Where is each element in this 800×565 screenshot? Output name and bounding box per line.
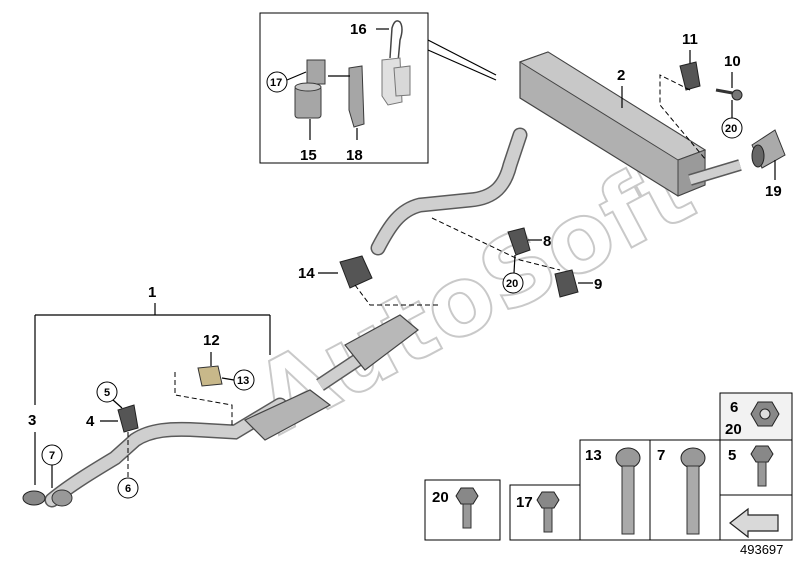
- label-12: 12: [203, 332, 220, 349]
- legend-cell-17-number: 17: [516, 494, 533, 511]
- front-resonator: [243, 389, 332, 441]
- legend-cell-20-number: 20: [432, 489, 449, 506]
- label-17-circled: 17: [270, 77, 282, 89]
- bolt-head-20: [455, 487, 479, 505]
- actuator-part-17: [306, 59, 326, 85]
- dashed-path-11: [659, 74, 707, 161]
- tail-tip-opening: [751, 144, 765, 168]
- hanger-part-9: [554, 269, 579, 298]
- bolt-shank-13: [621, 465, 635, 535]
- bolt-shank-20: [462, 503, 472, 529]
- diagram-id: 493697: [740, 542, 783, 557]
- nut-part-10: [731, 89, 743, 101]
- actuator-cap: [294, 82, 322, 92]
- label-20-circled-a: 20: [506, 278, 518, 290]
- legend-cell-5-number: 5: [728, 447, 736, 464]
- bolt-head-17: [536, 491, 560, 509]
- label-18: 18: [346, 147, 363, 164]
- label-3: 3: [28, 412, 36, 429]
- leader-13: [221, 377, 235, 381]
- bolt-shank-17: [543, 507, 553, 533]
- label-2: 2: [617, 67, 625, 84]
- actuator-detail-inset: 16 17 15 18: [259, 12, 497, 164]
- dashed-path-14: [354, 284, 440, 306]
- label-1: 1: [148, 284, 156, 301]
- center-silencer: [344, 314, 419, 371]
- callout-group-1: 1: [34, 284, 271, 405]
- rear-muffler-end: [677, 149, 706, 197]
- nut-hole-6: [759, 408, 771, 420]
- wire-clip-part-16: [389, 20, 403, 63]
- legend-cell-13-number: 13: [585, 447, 602, 464]
- mount-bracket-ghost-2: [393, 65, 411, 97]
- orientation-arrow-icon: [729, 507, 779, 539]
- label-4: 4: [86, 413, 95, 430]
- callout-circle-5: [96, 381, 118, 403]
- inset-pointer-line-bottom: [427, 49, 497, 81]
- legend-cell-6-number: 6: [730, 399, 738, 416]
- label-10: 10: [724, 53, 741, 70]
- hardware-legend: 20 17 13 7 5 6 20 493697: [424, 392, 793, 557]
- bolt-head-5: [750, 445, 774, 463]
- label-14: 14: [298, 265, 315, 282]
- legend-cell-6-secondary-number: 20: [725, 421, 742, 438]
- front-pipe-fill: [46, 399, 286, 506]
- bolt-shank-5: [757, 461, 767, 487]
- label-20-circled-b: 20: [725, 123, 737, 135]
- hanger-part-14: [339, 255, 373, 289]
- rear-pipe-fill: [372, 129, 526, 254]
- label-5-circled: 5: [104, 387, 110, 399]
- dashed-path-8: [431, 217, 561, 271]
- label-15: 15: [300, 147, 317, 164]
- tail-pipe-fill: [688, 160, 742, 185]
- leader-17: [286, 71, 307, 81]
- bolt-shank-7: [686, 465, 700, 535]
- flange-front: [51, 489, 73, 507]
- label-9: 9: [594, 276, 602, 293]
- callout-circle-20a: [502, 272, 524, 294]
- label-6-circled: 6: [125, 483, 131, 495]
- bolt-head-13: [615, 447, 641, 469]
- legend-cell-arrow: [719, 494, 793, 541]
- legend-cell-7-number: 7: [657, 447, 665, 464]
- dashed-path-12: [174, 372, 233, 428]
- leader-5: [112, 399, 123, 409]
- label-19: 19: [765, 183, 782, 200]
- hanger-part-11: [679, 61, 701, 91]
- callout-circle-17: [266, 71, 288, 93]
- label-8: 8: [543, 233, 551, 250]
- label-7-circled: 7: [49, 450, 55, 462]
- bracket-part-18: [348, 65, 365, 128]
- bolt-head-7: [680, 447, 706, 469]
- inset-pointer-line-top: [427, 39, 497, 76]
- exhaust-pipe-assembly: [44, 51, 742, 508]
- label-11: 11: [682, 31, 698, 48]
- hanger-part-4: [117, 404, 139, 433]
- clamp-part-3: [22, 490, 46, 506]
- label-13-circled: 13: [237, 375, 249, 387]
- hanger-part-8: [507, 227, 531, 256]
- callout-circle-6: [117, 477, 139, 499]
- bushing-part-12: [197, 365, 223, 387]
- label-16: 16: [350, 21, 367, 38]
